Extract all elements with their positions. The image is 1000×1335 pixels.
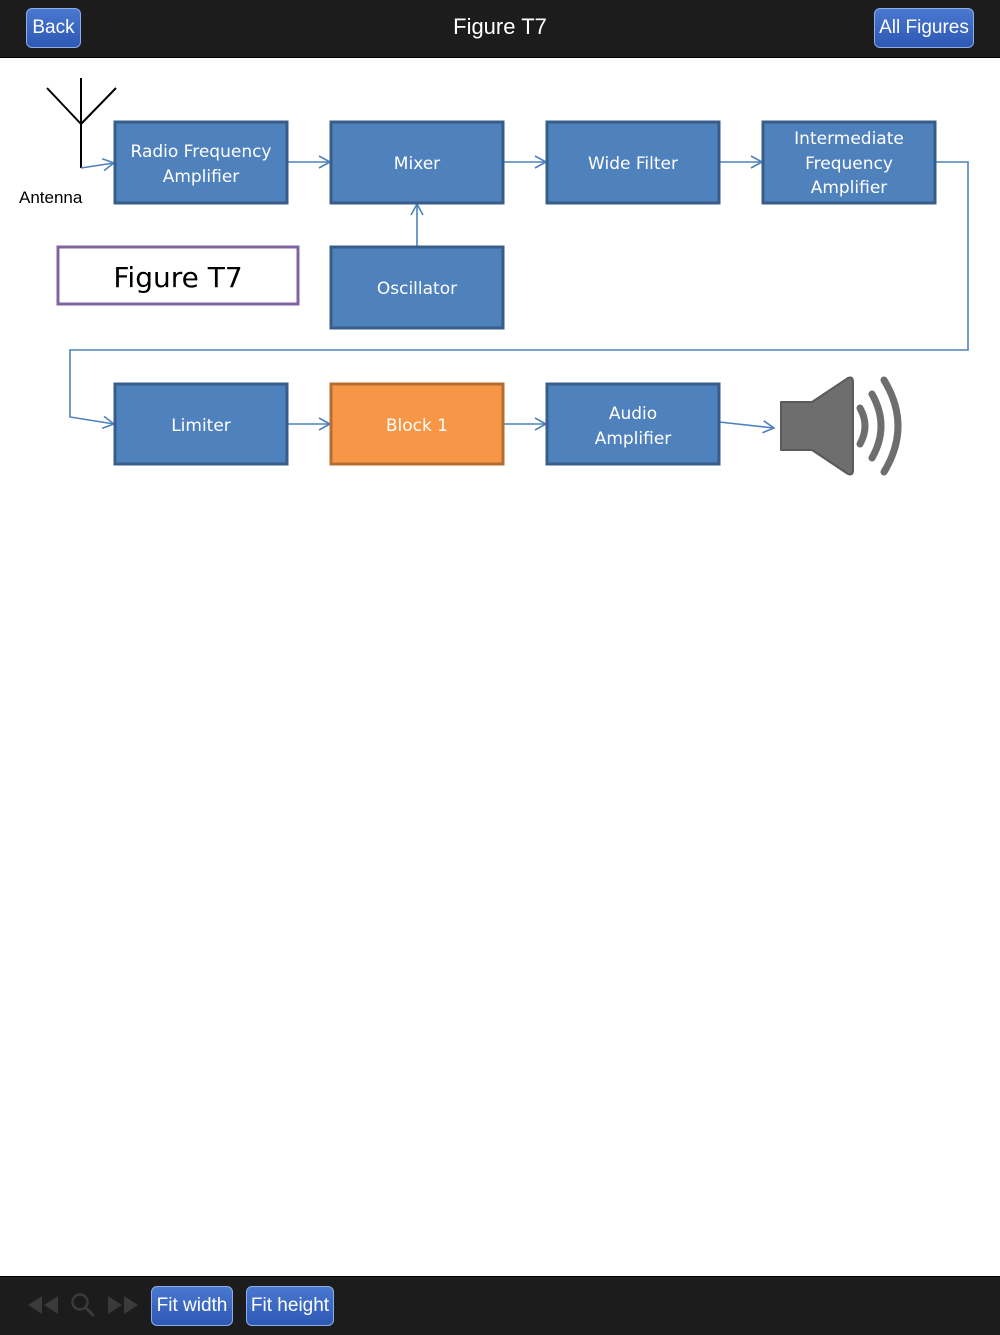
svg-text:Wide Filter: Wide Filter (588, 154, 678, 174)
antenna-label: Antenna (19, 188, 83, 207)
svg-text:Amplifier: Amplifier (595, 429, 672, 449)
block-mixer: Mixer (329, 120, 505, 205)
svg-text:Intermediate: Intermediate (794, 129, 904, 149)
page-title: Figure T7 (453, 14, 547, 39)
svg-text:Block 1: Block 1 (386, 416, 448, 436)
svg-text:Radio Frequency: Radio Frequency (131, 142, 272, 162)
fast-forward-icon[interactable] (106, 1294, 140, 1316)
block-intermediate-frequency-amplifier: Intermediate Frequency Amplifier (761, 120, 937, 205)
speaker-icon (780, 376, 902, 476)
svg-text:Figure T7: Figure T7 (113, 261, 242, 294)
block-oscillator: Oscillator (329, 245, 505, 330)
svg-text:Frequency: Frequency (805, 154, 893, 174)
all-figures-button[interactable]: All Figures (874, 8, 974, 48)
back-button[interactable]: Back (26, 8, 81, 48)
svg-text:Limiter: Limiter (171, 416, 231, 436)
svg-text:Oscillator: Oscillator (377, 279, 457, 299)
fit-width-button[interactable]: Fit width (151, 1286, 233, 1326)
fit-height-button[interactable]: Fit height (246, 1286, 334, 1326)
bottom-toolbar: Fit width Fit height (0, 1276, 1000, 1335)
svg-text:Amplifier: Amplifier (811, 178, 888, 198)
rewind-icon[interactable] (26, 1294, 60, 1316)
svg-text:Mixer: Mixer (394, 154, 440, 174)
block-diagram: Antenna Radio Frequency Amplifier Mixer … (19, 78, 969, 476)
top-navigation-bar: Back Figure T7 All Figures (0, 0, 1000, 58)
block-limiter: Limiter (113, 382, 289, 466)
connectors (69, 155, 969, 434)
block-audio-amplifier: Audio Amplifier (545, 382, 721, 466)
svg-text:Audio: Audio (609, 404, 657, 424)
search-icon[interactable] (70, 1292, 96, 1318)
figure-label-box: Figure T7 (56, 245, 300, 306)
block-radio-frequency-amplifier: Radio Frequency Amplifier (113, 120, 289, 205)
block-1: Block 1 (329, 382, 505, 466)
block-wide-filter: Wide Filter (545, 120, 721, 205)
svg-text:Amplifier: Amplifier (163, 167, 240, 187)
antenna-icon (46, 78, 117, 168)
